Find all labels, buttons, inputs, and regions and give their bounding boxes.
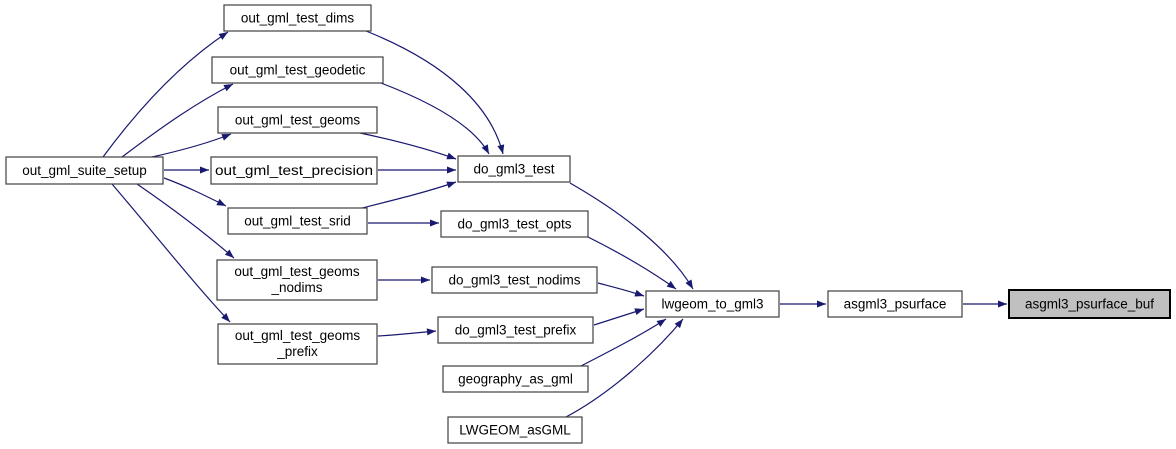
node-box — [5, 156, 164, 185]
node-out_gml_test_dims[interactable]: out_gml_test_dims — [223, 4, 372, 32]
node-do_gml3_test_prefix[interactable]: do_gml3_test_prefix — [437, 316, 594, 344]
node-box — [645, 290, 780, 318]
node-box — [440, 210, 589, 238]
node-out_gml_test_geoms_prefix[interactable]: out_gml_test_geoms_prefix — [217, 323, 378, 365]
node-asgml3_psurface[interactable]: asgml3_psurface — [827, 290, 963, 318]
node-label: do_gml3_test_opts — [457, 217, 571, 232]
edge-do_gml3_test_opts-to-lwgeom_to_gml3 — [587, 236, 677, 290]
node-box — [437, 316, 594, 344]
edge-out_gml_suite_setup-to-out_gml_test_srid — [163, 177, 227, 207]
edge-out_gml_suite_setup-to-out_gml_test_dims — [102, 31, 229, 158]
node-label: lwgeom_to_gml3 — [661, 297, 763, 312]
node-box — [431, 266, 598, 294]
node-out_gml_test_geoms[interactable]: out_gml_test_geoms — [217, 106, 378, 134]
edge-out_gml_suite_setup-to-out_gml_test_geoms_nodims — [136, 183, 235, 259]
node-LWGEOM_asGML[interactable]: LWGEOM_asGML — [447, 416, 583, 444]
node-box — [217, 323, 378, 365]
node-box — [227, 207, 368, 235]
edge-out_gml_test_srid-to-do_gml3_test — [361, 181, 457, 209]
edge-out_gml_test_geoms-to-do_gml3_test — [359, 132, 457, 160]
node-out_gml_test_srid[interactable]: out_gml_test_srid — [227, 207, 368, 235]
node-box — [217, 106, 378, 134]
node-out_gml_suite_setup[interactable]: out_gml_suite_setup — [5, 156, 164, 185]
edge-out_gml_test_dims-to-do_gml3_test — [365, 30, 505, 155]
node-label: out_gml_test_geodetic — [230, 63, 366, 78]
edge-do_gml3_test_prefix-to-lwgeom_to_gml3 — [593, 308, 645, 326]
edge-out_gml_suite_setup-to-out_gml_test_geoms — [151, 133, 232, 158]
node-asgml3_psurface_buf[interactable]: asgml3_psurface_buf — [1008, 289, 1171, 319]
node-label: do_gml3_test_nodims — [448, 273, 580, 288]
node-box — [210, 156, 378, 185]
node-box — [442, 365, 589, 393]
node-geography_as_gml[interactable]: geography_as_gml — [442, 365, 589, 393]
node-out_gml_test_geoms_nodims[interactable]: out_gml_test_geoms_nodims — [216, 259, 378, 301]
edge-LWGEOM_asGML-to-lwgeom_to_gml3 — [565, 318, 684, 418]
node-label: out_gml_suite_setup — [22, 163, 147, 178]
node-label: do_gml3_test_prefix — [455, 323, 577, 338]
node-label: do_gml3_test — [473, 162, 554, 177]
node-label: out_gml_test_geoms_prefix — [235, 328, 361, 359]
node-box — [223, 4, 372, 32]
node-box — [211, 56, 384, 84]
edge-out_gml_suite_setup-to-out_gml_test_geodetic — [121, 83, 234, 158]
node-box — [457, 155, 571, 183]
node-label: out_gml_test_dims — [241, 11, 355, 26]
node-do_gml3_test[interactable]: do_gml3_test — [457, 155, 571, 183]
node-label: geography_as_gml — [458, 372, 573, 387]
edge-out_gml_test_geoms_prefix-to-do_gml3_test_prefix — [377, 328, 437, 337]
node-label: out_gml_test_precision — [215, 163, 373, 178]
node-box — [827, 290, 963, 318]
edge-geography_as_gml-to-lwgeom_to_gml3 — [580, 318, 667, 367]
node-box — [1008, 289, 1171, 319]
node-box — [447, 416, 583, 444]
node-box — [216, 259, 378, 301]
node-out_gml_test_geodetic[interactable]: out_gml_test_geodetic — [211, 56, 384, 84]
node-out_gml_test_precision[interactable]: out_gml_test_precision — [210, 156, 378, 185]
edge-out_gml_test_geodetic-to-do_gml3_test — [380, 82, 490, 155]
node-lwgeom_to_gml3[interactable]: lwgeom_to_gml3 — [645, 290, 780, 318]
node-do_gml3_test_opts[interactable]: do_gml3_test_opts — [440, 210, 589, 238]
node-do_gml3_test_nodims[interactable]: do_gml3_test_nodims — [431, 266, 598, 294]
node-label: out_gml_test_geoms_nodims — [234, 264, 360, 295]
node-label: out_gml_test_geoms — [235, 113, 361, 128]
node-label: out_gml_test_srid — [244, 214, 351, 229]
edge-out_gml_suite_setup-to-out_gml_test_geoms_prefix — [111, 183, 231, 323]
edge-do_gml3_test_nodims-to-lwgeom_to_gml3 — [597, 282, 645, 297]
node-label: LWGEOM_asGML — [459, 423, 571, 438]
node-label: asgml3_psurface — [844, 297, 947, 312]
edge-do_gml3_test-to-lwgeom_to_gml3 — [569, 182, 694, 290]
node-label: asgml3_psurface_buf — [1025, 297, 1154, 312]
